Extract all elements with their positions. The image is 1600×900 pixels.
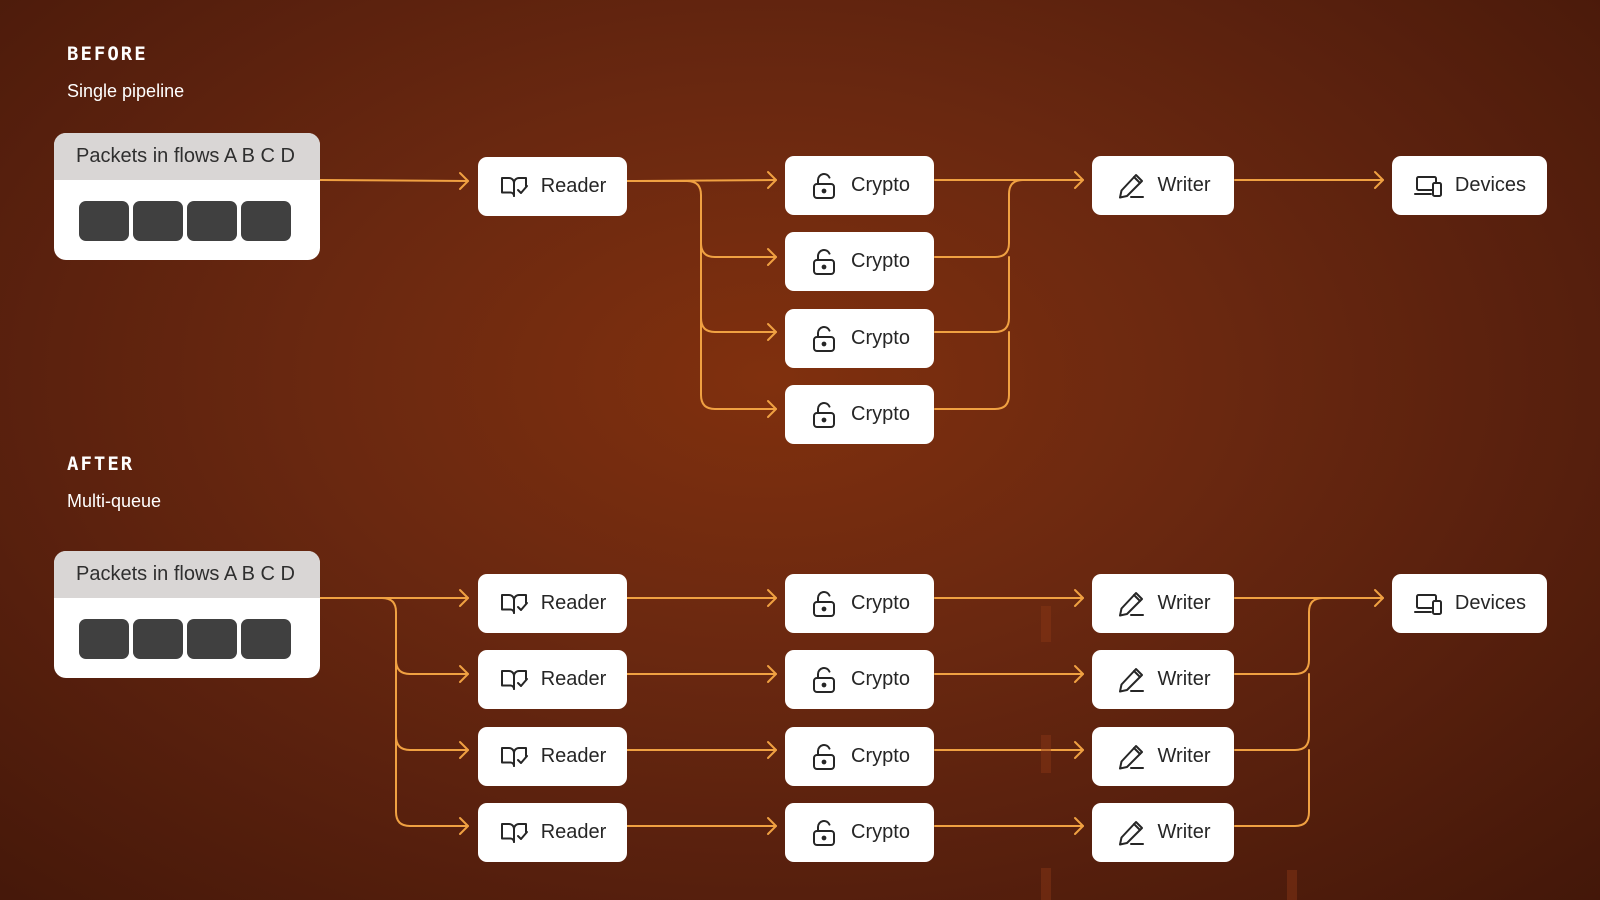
node-label: Reader [540, 175, 607, 197]
devices-icon [1413, 589, 1443, 619]
after-crypto-node-4: Crypto [785, 803, 934, 862]
book-check-icon [499, 172, 529, 202]
node-label: Crypto [851, 327, 910, 349]
after-crypto-node-3: Crypto [785, 727, 934, 786]
pen-icon [1116, 742, 1146, 772]
after-writer-node-1: Writer [1092, 574, 1234, 633]
book-check-icon [499, 589, 529, 619]
node-label: Reader [540, 821, 607, 843]
unlocked-padlock-icon [809, 324, 839, 354]
packet-block [187, 619, 237, 659]
before-packet-source: Packets in flows A B C D [54, 133, 320, 260]
after-reader-node-4: Reader [478, 803, 627, 862]
unlocked-padlock-icon [809, 247, 839, 277]
pen-icon [1116, 665, 1146, 695]
node-label: Writer [1157, 821, 1211, 843]
packet-block [133, 619, 183, 659]
book-check-icon [499, 742, 529, 772]
after-writer-node-4: Writer [1092, 803, 1234, 862]
unlocked-padlock-icon [809, 665, 839, 695]
node-label: Writer [1157, 668, 1211, 690]
node-label: Crypto [851, 250, 910, 272]
pen-icon [1116, 818, 1146, 848]
pen-icon [1116, 589, 1146, 619]
background-artifact [1041, 868, 1051, 900]
after-reader-node-1: Reader [478, 574, 627, 633]
before-writer-node: Writer [1092, 156, 1234, 215]
node-label: Reader [540, 668, 607, 690]
node-label: Writer [1157, 745, 1211, 767]
before-crypto-node-3: Crypto [785, 309, 934, 368]
after-reader-node-2: Reader [478, 650, 627, 709]
after-devices-node: Devices [1392, 574, 1547, 633]
node-label: Crypto [851, 668, 910, 690]
unlocked-padlock-icon [809, 818, 839, 848]
after-crypto-node-2: Crypto [785, 650, 934, 709]
node-label: Crypto [851, 403, 910, 425]
unlocked-padlock-icon [809, 742, 839, 772]
book-check-icon [499, 665, 529, 695]
unlocked-padlock-icon [809, 171, 839, 201]
packet-block [241, 619, 291, 659]
after-writer-node-2: Writer [1092, 650, 1234, 709]
packet-block [79, 619, 129, 659]
node-label: Writer [1157, 592, 1211, 614]
node-label: Reader [540, 745, 607, 767]
before-devices-node: Devices [1392, 156, 1547, 215]
node-label: Crypto [851, 745, 910, 767]
packet-block [79, 201, 129, 241]
background-artifact [1287, 870, 1297, 900]
node-label: Crypto [851, 592, 910, 614]
devices-icon [1413, 171, 1443, 201]
background-artifact [1041, 606, 1051, 642]
book-check-icon [499, 818, 529, 848]
after-section-subtitle: Multi-queue [67, 491, 162, 511]
pen-icon [1116, 171, 1146, 201]
unlocked-padlock-icon [809, 400, 839, 430]
before-crypto-node-1: Crypto [785, 156, 934, 215]
after-crypto-node-1: Crypto [785, 574, 934, 633]
node-label: Devices [1454, 174, 1527, 196]
before-crypto-node-2: Crypto [785, 232, 934, 291]
unlocked-padlock-icon [809, 589, 839, 619]
after-packet-source: Packets in flows A B C D [54, 551, 320, 678]
before-crypto-node-4: Crypto [785, 385, 934, 444]
node-label: Devices [1454, 592, 1527, 614]
node-label: Writer [1157, 174, 1211, 196]
packet-source-label: Packets in flows A B C D [54, 551, 320, 598]
packet-block [241, 201, 291, 241]
before-section-title: BEFORE [67, 43, 148, 65]
packet-source-label: Packets in flows A B C D [54, 133, 320, 180]
node-label: Reader [540, 592, 607, 614]
before-section-subtitle: Single pipeline [67, 81, 185, 101]
packet-block [187, 201, 237, 241]
after-writer-node-3: Writer [1092, 727, 1234, 786]
background-artifact [1041, 735, 1051, 773]
before-reader-node: Reader [478, 157, 627, 216]
node-label: Crypto [851, 821, 910, 843]
node-label: Crypto [851, 174, 910, 196]
after-section-title: AFTER [67, 453, 135, 475]
after-reader-node-3: Reader [478, 727, 627, 786]
packet-block [133, 201, 183, 241]
